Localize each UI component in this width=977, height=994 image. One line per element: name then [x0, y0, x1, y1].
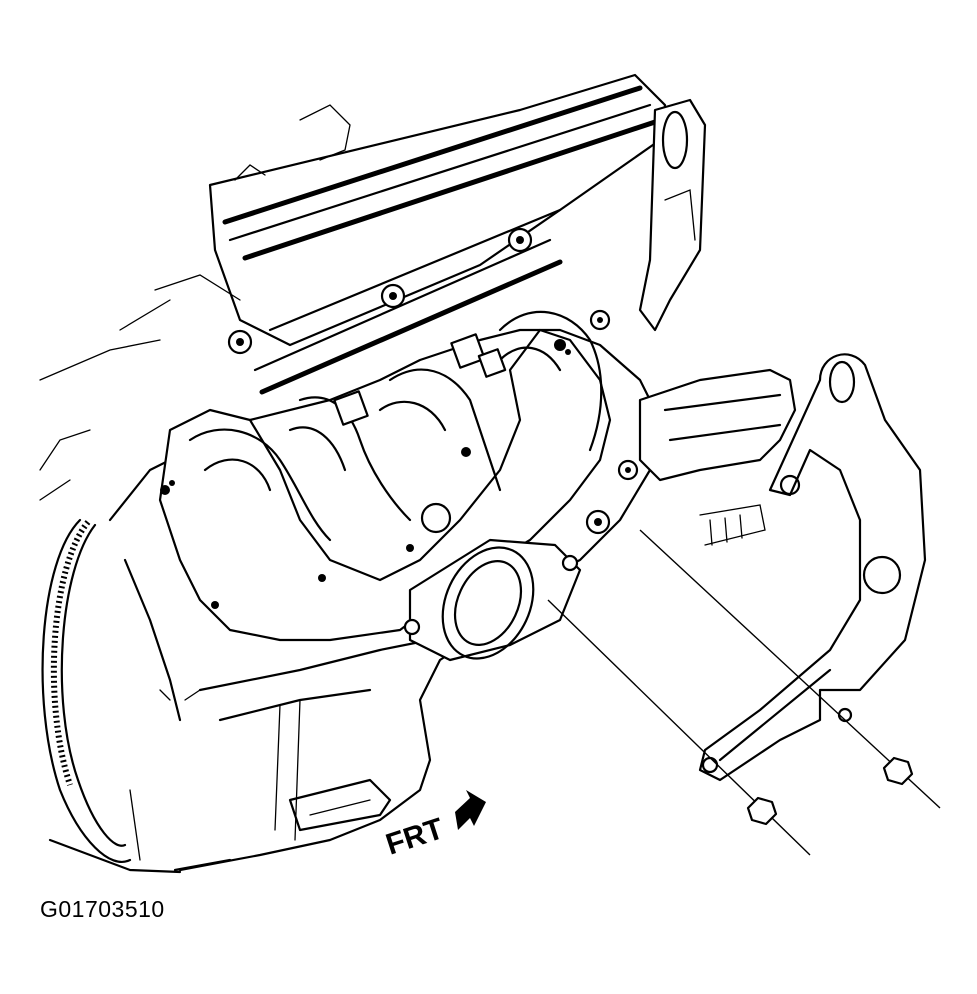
bracket-nut-right — [882, 756, 914, 786]
valve-cover — [39, 73, 667, 395]
exhaust-manifold — [158, 310, 612, 642]
coolant-hose — [638, 368, 797, 546]
manifold-bracket — [698, 353, 927, 782]
bracket-nut-lower — [746, 796, 778, 826]
manifold-outlet-flange — [403, 538, 582, 662]
front-direction-indicator: FRT — [382, 790, 486, 862]
manifold-studs — [333, 333, 639, 535]
oil-pan-outline — [48, 838, 232, 874]
flywheel — [39, 429, 132, 863]
timing-cover — [638, 98, 707, 332]
frt-label: FRT — [382, 812, 448, 861]
valve-cover-bolts — [227, 227, 611, 355]
front-direction-arrow-icon — [455, 790, 486, 830]
figure-id: G01703510 — [40, 896, 165, 922]
